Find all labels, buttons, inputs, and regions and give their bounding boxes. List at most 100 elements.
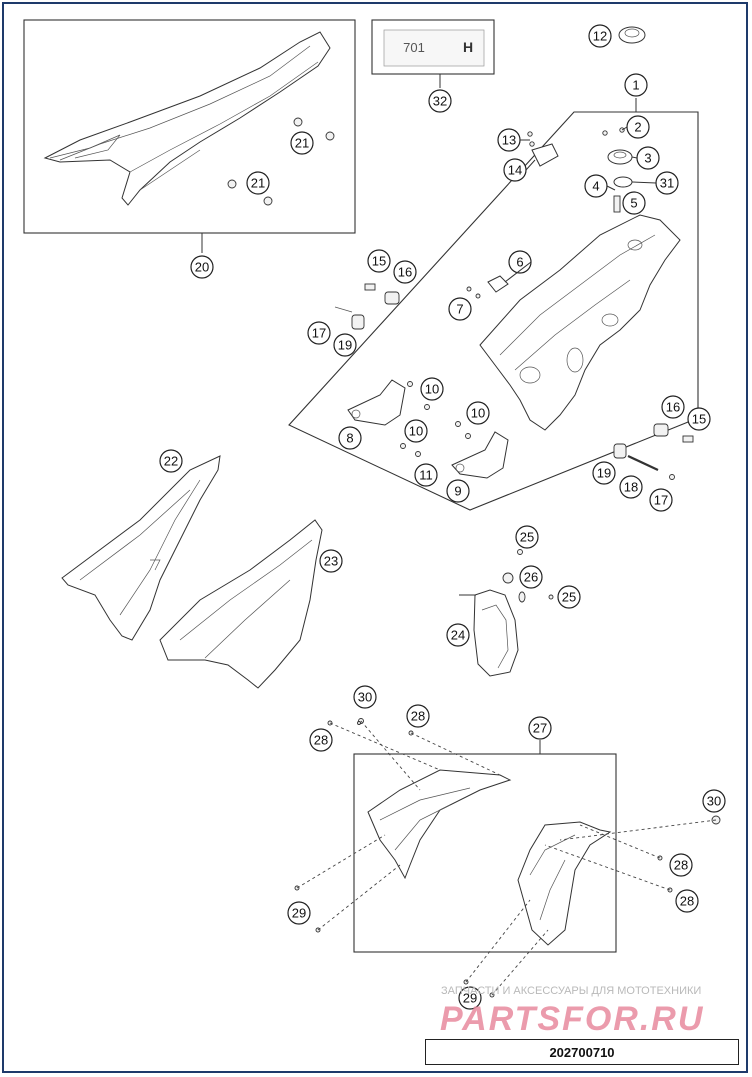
svg-text:28: 28 <box>674 858 688 873</box>
callout-1[interactable]: 1 <box>624 73 648 97</box>
fuel-tank-part[interactable] <box>479 214 681 431</box>
callout-4[interactable]: 4 <box>584 174 608 198</box>
callout-17[interactable]: 17 <box>649 488 673 512</box>
svg-text:16: 16 <box>666 400 680 415</box>
callout-13[interactable]: 13 <box>497 128 521 152</box>
svg-text:17: 17 <box>654 493 668 508</box>
callout-14[interactable]: 14 <box>503 158 527 182</box>
callout-31[interactable]: 31 <box>655 171 679 195</box>
callout-15[interactable]: 15 <box>367 249 391 273</box>
callout-15[interactable]: 15 <box>687 407 711 431</box>
svg-text:28: 28 <box>411 709 425 724</box>
o-ring-part[interactable] <box>613 176 633 188</box>
callout-10[interactable]: 10 <box>466 401 490 425</box>
svg-text:22: 22 <box>164 454 178 469</box>
callout-10[interactable]: 10 <box>420 377 444 401</box>
callout-5[interactable]: 5 <box>622 191 646 215</box>
left-mount-hardware[interactable] <box>334 283 400 330</box>
callout-9[interactable]: 9 <box>446 479 470 503</box>
svg-text:24: 24 <box>451 628 465 643</box>
svg-text:10: 10 <box>471 406 485 421</box>
svg-text:5: 5 <box>630 196 637 211</box>
svg-text:21: 21 <box>251 176 265 191</box>
callout-11[interactable]: 11 <box>414 463 438 487</box>
svg-text:29: 29 <box>463 991 477 1006</box>
callout-28[interactable]: 28 <box>406 704 430 728</box>
tank-guard-part[interactable] <box>473 589 519 677</box>
screw-10-11[interactable] <box>400 381 471 457</box>
callout-23[interactable]: 23 <box>319 549 343 573</box>
callout-28[interactable]: 28 <box>675 889 699 913</box>
valve-part[interactable] <box>613 195 621 213</box>
callout-28[interactable]: 28 <box>669 853 693 877</box>
callout-29[interactable]: 29 <box>287 901 311 925</box>
filler-neck-part[interactable] <box>607 149 633 165</box>
guard-hardware[interactable] <box>502 549 554 603</box>
callout-27[interactable]: 27 <box>528 716 552 740</box>
callout-25[interactable]: 25 <box>515 525 539 549</box>
callout-16[interactable]: 16 <box>393 260 417 284</box>
callout-2[interactable]: 2 <box>626 115 650 139</box>
callout-29[interactable]: 29 <box>458 986 482 1010</box>
callout-16[interactable]: 16 <box>661 395 685 419</box>
svg-text:19: 19 <box>338 338 352 353</box>
side-panel-left-part[interactable] <box>61 455 221 641</box>
callout-6[interactable]: 6 <box>508 250 532 274</box>
seat-nut[interactable] <box>227 117 335 206</box>
svg-text:12: 12 <box>593 29 607 44</box>
svg-text:7: 7 <box>456 302 463 317</box>
callout-18[interactable]: 18 <box>619 475 643 499</box>
right-mount-hardware[interactable] <box>613 423 694 480</box>
intake-panel-right-part[interactable] <box>517 821 612 946</box>
callout-24[interactable]: 24 <box>446 623 470 647</box>
svg-text:30: 30 <box>358 690 372 705</box>
callout-12[interactable]: 12 <box>588 24 612 48</box>
svg-text:15: 15 <box>372 254 386 269</box>
watermark-site: PARTSFOR.RU <box>440 1000 704 1038</box>
fuel-tank-group-box <box>288 111 699 511</box>
callout-3[interactable]: 3 <box>636 146 660 170</box>
callout-30[interactable]: 30 <box>702 789 726 813</box>
drawing-number: 202700710 <box>425 1039 739 1065</box>
screw-small[interactable] <box>602 127 625 136</box>
callout-20[interactable]: 20 <box>190 255 214 279</box>
svg-text:27: 27 <box>533 721 547 736</box>
svg-text:30: 30 <box>707 794 721 809</box>
fuel-cap-part[interactable] <box>618 26 646 44</box>
svg-text:10: 10 <box>409 424 423 439</box>
svg-text:29: 29 <box>292 906 306 921</box>
bracket-6-7-part[interactable] <box>466 275 509 299</box>
bracket-13-14-part[interactable] <box>527 131 559 167</box>
callout-28[interactable]: 28 <box>309 728 333 752</box>
side-panel-right-part[interactable] <box>159 519 323 689</box>
callout-22[interactable]: 22 <box>159 449 183 473</box>
tank-mount-9-part[interactable] <box>451 431 509 479</box>
svg-text:32: 32 <box>433 94 447 109</box>
callout-8[interactable]: 8 <box>338 426 362 450</box>
svg-text:17: 17 <box>312 326 326 341</box>
callout-10[interactable]: 10 <box>404 419 428 443</box>
svg-text:1: 1 <box>632 78 639 93</box>
seat-part[interactable] <box>43 31 331 206</box>
callout-19[interactable]: 19 <box>592 461 616 485</box>
intake-hardware[interactable] <box>294 718 721 998</box>
svg-text:6: 6 <box>516 255 523 270</box>
callout-26[interactable]: 26 <box>519 565 543 589</box>
svg-text:4: 4 <box>592 179 599 194</box>
callout-19[interactable]: 19 <box>333 333 357 357</box>
svg-text:14: 14 <box>508 163 522 178</box>
callout-25[interactable]: 25 <box>557 585 581 609</box>
callout-21[interactable]: 21 <box>290 131 314 155</box>
tank-mount-8-part[interactable] <box>347 379 406 426</box>
callout-7[interactable]: 7 <box>448 297 472 321</box>
callout-30[interactable]: 30 <box>353 685 377 709</box>
svg-text:11: 11 <box>419 468 433 483</box>
callout-32[interactable]: 32 <box>428 89 452 113</box>
intake-panel-left-part[interactable] <box>367 769 512 880</box>
callout-21[interactable]: 21 <box>246 171 270 195</box>
svg-text:15: 15 <box>692 412 706 427</box>
svg-text:23: 23 <box>324 554 338 569</box>
callout-17[interactable]: 17 <box>307 321 331 345</box>
svg-text:20: 20 <box>195 260 209 275</box>
